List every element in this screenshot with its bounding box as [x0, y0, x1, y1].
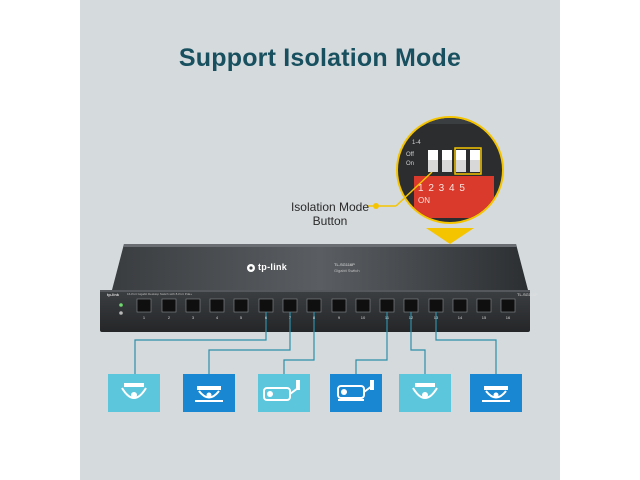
ethernet-port-3: [185, 298, 201, 313]
dip-on-marking: ON: [418, 196, 430, 205]
dip-on-label: On: [406, 161, 415, 167]
front-description: 16-Port Gigabit Desktop Switch with 8-Po…: [127, 292, 193, 296]
poe-led-icon: [119, 311, 123, 315]
bullet-camera-icon: [263, 380, 300, 401]
ethernet-port-16: [500, 298, 516, 313]
ethernet-port-1: [136, 298, 152, 313]
ports-1-8: [136, 298, 322, 313]
ethernet-port-5: [233, 298, 249, 313]
device-tile-3: [258, 374, 310, 412]
cable-port-7: [208, 312, 291, 374]
dome-camera-icon: [412, 383, 438, 399]
ethernet-port-15: [476, 298, 492, 313]
ethernet-port-10: [355, 298, 371, 313]
page-title: Support Isolation Mode: [178, 44, 462, 72]
ethernet-port-7: [282, 298, 298, 313]
ethernet-port-8: [306, 298, 322, 313]
dip-digits: 1 2 3 4 5: [418, 183, 466, 194]
ethernet-port-4: [209, 298, 225, 313]
model-label: TL-SG116P: [334, 262, 355, 267]
dip-switch-body: [414, 176, 494, 218]
cable-port-13: [435, 312, 497, 374]
isolation-mode-label: Isolation Mode Button: [272, 200, 388, 228]
cable-port-8: [283, 312, 315, 374]
brand-logo: tp-link: [258, 262, 288, 272]
isolation-label-line2: Button: [312, 214, 348, 228]
switch-top: [112, 244, 528, 290]
ethernet-port-9: [331, 298, 347, 313]
ethernet-port-14: [452, 298, 468, 313]
model-subtitle: Gigabit Switch: [334, 268, 360, 273]
ethernet-port-6: [258, 298, 274, 313]
front-model-label: TL-SG116P: [517, 292, 538, 297]
isolation-label-line1: Isolation Mode: [290, 200, 370, 214]
ethernet-port-12: [403, 298, 419, 313]
ethernet-port-2: [161, 298, 177, 313]
dome-camera-icon: [121, 383, 147, 399]
network-cables: [134, 312, 497, 374]
dip-off-label: Off: [406, 152, 414, 158]
dip-range-label: 1-4: [412, 140, 421, 146]
ethernet-port-11: [379, 298, 395, 313]
cable-port-12: [410, 312, 426, 374]
front-brand: tp-link: [107, 292, 119, 297]
power-led-icon: [119, 303, 123, 307]
cable-port-11: [355, 312, 388, 374]
dome-camera-icon: [482, 386, 510, 402]
dome-camera-icon: [195, 386, 223, 402]
device-tiles: [108, 374, 522, 412]
bullet-camera-icon: [337, 380, 374, 401]
cable-port-6: [134, 312, 267, 374]
ports-9-16: [331, 298, 516, 313]
dip-switch-zoom: [396, 116, 504, 244]
ethernet-port-13: [428, 298, 444, 313]
